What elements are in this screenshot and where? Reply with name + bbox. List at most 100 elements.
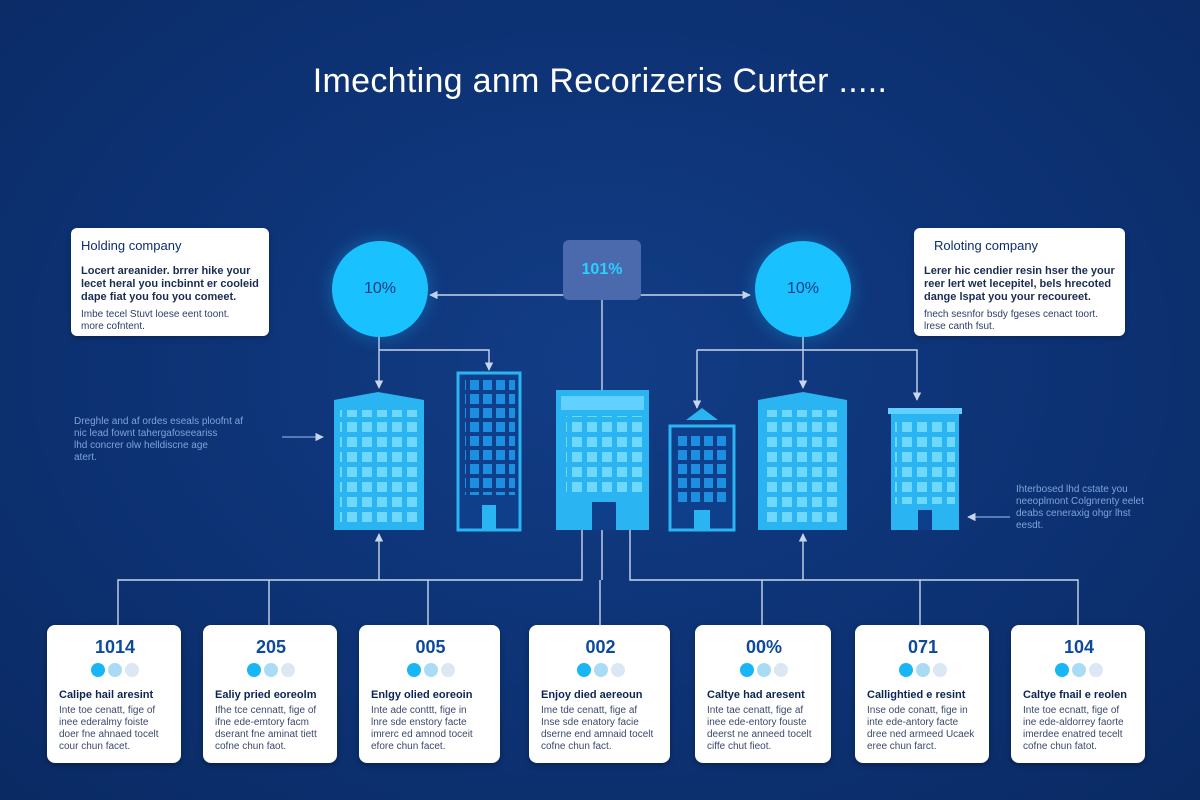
card-text-line: imerdee enatred tecelt (1023, 729, 1123, 740)
card-heading: Enlgy olied eoreoin (371, 689, 473, 701)
subsidiary-card-2: 205 Ealiy pried eoreolm Ifhe tce cennatt… (203, 625, 337, 763)
side-note-line: deabs ceneraxig ohgr lhst (1016, 508, 1131, 519)
center-node: 101% (563, 240, 641, 300)
callout-note: Imbe tecel Stuvt loese eent toont. more … (81, 309, 259, 333)
subsidiary-card-6: 071 Callightied e resint Inse ode conatt… (855, 625, 989, 763)
holding-percent-circle: 10% (332, 241, 428, 337)
callout-line: dape fiat you fou you comeet. (81, 291, 237, 303)
card-text-line: inte ede-antory facte (867, 717, 959, 728)
card-text-line: lnre sde enstory facte (371, 717, 467, 728)
building-3 (556, 390, 649, 530)
card-number: 005 (415, 637, 446, 657)
callout-note-line: fnech sesnfor bsdy fgeses cenact toort. (924, 309, 1098, 320)
card-text-line: dserant fne aminat tiett (215, 729, 317, 740)
card-text-line: eree chun farct. (867, 741, 937, 752)
card-text-line: Inte toe cenatt, fige of (59, 705, 156, 716)
card-heading: Callightied e resint (867, 689, 966, 701)
callout-line: reer lert wet lecepitel, bels hrecoted (924, 278, 1112, 290)
card-heading: Ealiy pried eoreolm (215, 689, 317, 701)
callout-note: fnech sesnfor bsdy fgeses cenact toort. … (924, 309, 1115, 333)
card-number: 205 (255, 637, 287, 657)
card-text-line: cofne chun fact. (541, 741, 612, 752)
callout-body: Locert areanider. brrer hike your lecet … (81, 265, 259, 304)
card-heading: Caltye had aresent (707, 689, 805, 701)
callout-note-line: Imbe tecel Stuvt loese eent toont. (81, 309, 230, 320)
callout-note-line: more cofntent. (81, 321, 145, 332)
building-4 (668, 408, 736, 532)
callout-line: Lerer hic cendier resin hser the your (924, 265, 1115, 277)
building-6 (888, 408, 962, 530)
card-text-line: doer fne ahnaed tocelt (59, 729, 159, 740)
card-text-line: Inte tae cenatt, fige af (707, 705, 804, 716)
building-1 (334, 392, 424, 530)
card-text-line: Ifhe tce cennatt, fige of (215, 705, 317, 716)
subsidiary-card-7: 104 Caltye fnail e reolen Inte toe ecnat… (1011, 625, 1145, 763)
card-number: 002 (585, 637, 616, 657)
card-text: Inte ade conttt, fige in lnre sde enstor… (371, 705, 490, 753)
callout-line: lecet heral you incbinnt er cooleid (81, 278, 259, 290)
card-indicator-dots (59, 663, 171, 677)
card-text-line: Inse ode conatt, fige in (867, 705, 968, 716)
card-text: Inse ode conatt, fige in inte ede-antory… (867, 705, 979, 753)
subsidiary-card-3: 005 Enlgy olied eoreoin Inte ade conttt,… (359, 625, 500, 763)
page-title: Imechting anm Recorizeris Curter ..... (312, 62, 888, 100)
card-indicator-dots (371, 663, 490, 677)
card-number: 071 (907, 637, 939, 657)
side-note-right: Ihterbosed lhd cstate you neeoplmont Col… (1016, 484, 1186, 532)
card-text: Ifhe tce cennatt, fige of ifne ede-emtor… (215, 705, 327, 753)
callout-body: Lerer hic cendier resin hser the your re… (924, 265, 1115, 304)
card-text-line: Ime tde cenatt, fige af (541, 705, 638, 716)
subsidiary-card-4: 002 Enjoy died aereoun Ime tde cenatt, f… (529, 625, 670, 763)
card-number: 104 (1063, 637, 1095, 657)
card-text-line: Inse sde enatory facie (541, 717, 639, 728)
side-note-line: Dreghle and af ordes eseals ploofnt af (74, 416, 243, 427)
card-text: Inte tae cenatt, fige af inee ede-entory… (707, 705, 821, 753)
side-note-line: eesdt. (1016, 520, 1044, 531)
card-text: Ime tde cenatt, fige af Inse sde enatory… (541, 705, 660, 753)
card-number: 1014 (94, 637, 136, 657)
subsidiary-card-5: 00% Caltye had aresent Inte tae cenatt, … (695, 625, 831, 763)
card-indicator-dots (707, 663, 821, 677)
card-indicator-dots (867, 663, 979, 677)
card-text-line: inee ede-entory fouste (707, 717, 807, 728)
card-text-line: cofne chun faot. (215, 741, 287, 752)
callout-rolling-company: Roloting company Lerer hic cendier resin… (914, 228, 1125, 336)
card-text-line: Inte ade conttt, fige in (371, 705, 467, 716)
card-indicator-dots (541, 663, 660, 677)
callout-line: dange lspat you your recoureet. (924, 291, 1091, 303)
callout-title: Roloting company (934, 238, 1039, 253)
rolling-percent-circle: 10% (755, 241, 851, 337)
side-note-line: nic lead fownt tahergafoseeariss (74, 428, 218, 439)
subsidiary-card-1: 1014 Calipe hail aresint Inte toe cenatt… (47, 625, 181, 763)
building-5 (758, 392, 847, 530)
side-note-line: Ihterbosed lhd cstate you (1016, 484, 1128, 495)
card-text-line: cofne chun fatot. (1023, 741, 1097, 752)
card-text-line: ciffe chut fieot. (707, 741, 772, 752)
callout-note-line: lrese canth fsut. (924, 321, 995, 332)
card-text-line: ine ede-aldorrey faorte (1023, 717, 1124, 728)
card-text-line: dserne end amnaid tocelt (541, 729, 654, 740)
side-note-line: atert. (74, 452, 97, 463)
side-note-line: lhd concrer olw helldiscne age (74, 440, 208, 451)
card-text-line: imrerc ed amnod toceit (371, 729, 473, 740)
card-heading: Enjoy died aereoun (541, 689, 643, 701)
card-text-line: efore chun facet. (371, 741, 446, 752)
card-text: Inte toe cenatt, fige of inee ederalmy f… (59, 705, 171, 753)
card-heading: Caltye fnail e reolen (1023, 689, 1127, 701)
card-text-line: ifne ede-emtory facm (215, 717, 309, 728)
callout-holding-company: Holding company Locert areanider. brrer … (71, 228, 269, 336)
card-indicator-dots (215, 663, 327, 677)
card-text-line: cour chun facet. (59, 741, 131, 752)
card-text-line: dree ned armeed Ucaek (867, 729, 975, 740)
card-heading: Calipe hail aresint (59, 689, 154, 701)
card-number: 00% (745, 637, 783, 657)
card-text-line: inee ederalmy foiste (59, 717, 149, 728)
card-text: Inte toe ecnatt, fige of ine ede-aldorre… (1023, 705, 1135, 753)
card-text-line: Inte toe ecnatt, fige of (1023, 705, 1120, 716)
side-note-line: neeoplmont Colgnrenty eelet (1016, 496, 1144, 507)
side-note-left: Dreghle and af ordes eseals ploofnt af n… (74, 416, 284, 464)
card-indicator-dots (1023, 663, 1135, 677)
callout-title: Holding company (81, 238, 182, 253)
callout-line: Locert areanider. brrer hike your (81, 265, 251, 277)
